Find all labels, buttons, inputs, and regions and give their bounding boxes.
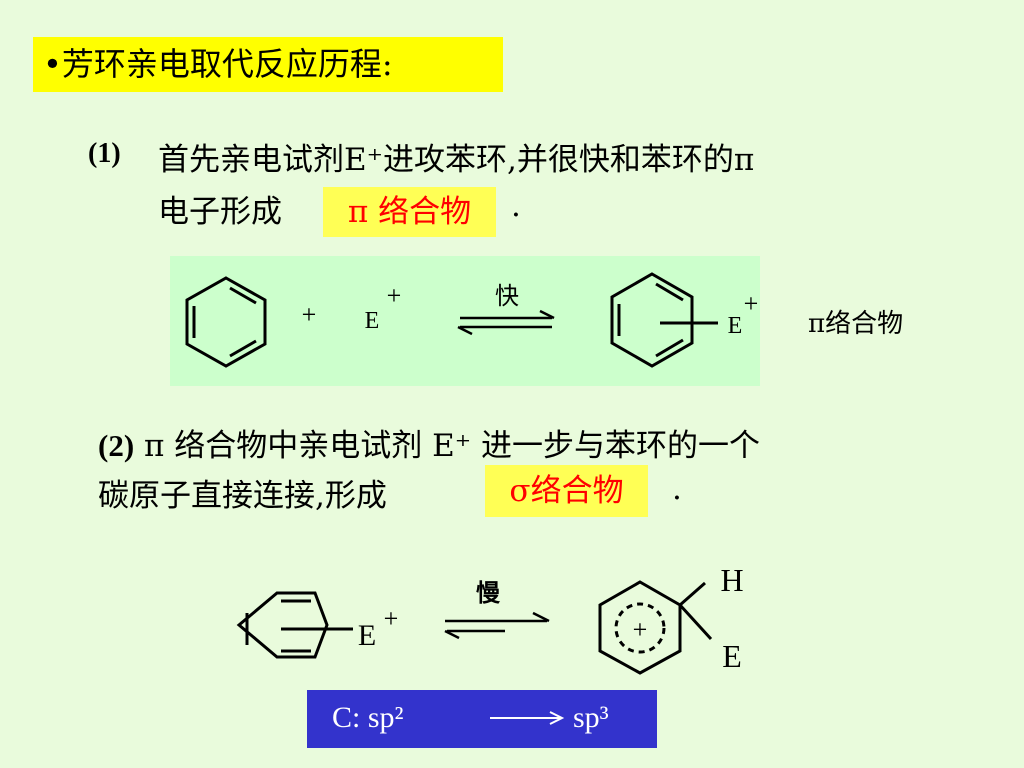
pi-complex-answer: π 络合物 bbox=[347, 194, 472, 230]
arenium-ion-ring-icon bbox=[598, 580, 713, 675]
fast-arrow-label: 快 bbox=[495, 283, 519, 310]
sigma-complex-scheme: E + 慢 + H E bbox=[236, 562, 744, 675]
arenium-hydrogen: H bbox=[720, 562, 743, 598]
step1-period: . bbox=[511, 188, 521, 224]
hybridization-banner bbox=[307, 690, 657, 748]
step2-line1-text: π 络合物中亲电试剂 E⁺ 进一步与苯环的一个 bbox=[144, 428, 760, 464]
equilibrium-arrow-icon bbox=[457, 309, 555, 336]
pi-complex-charge: + bbox=[744, 289, 759, 318]
arenium-electrophile: E bbox=[722, 638, 742, 674]
pi-complex-scheme: + E + 快 E + bbox=[185, 272, 759, 368]
title-banner: •芳环亲电取代反应历程: bbox=[33, 37, 503, 92]
arenium-charge: + bbox=[633, 615, 648, 644]
step2-label: (2) bbox=[98, 428, 135, 463]
sigma-complex-answer: σ络合物 bbox=[509, 473, 624, 509]
electrophile-label: E bbox=[365, 308, 380, 334]
page-title: •芳环亲电取代反应历程: bbox=[43, 45, 393, 83]
step1-line2: 电子形成 bbox=[158, 194, 282, 230]
step2-line2: 碳原子直接连接,形成 bbox=[98, 478, 387, 514]
step1-line1: 首先亲电试剂E⁺进攻苯环,并很快和苯环的π bbox=[158, 142, 755, 178]
slow-arrow-label: 慢 bbox=[476, 579, 501, 607]
pi-complex-substituent: E bbox=[728, 313, 743, 339]
reactant-charge: + bbox=[384, 604, 399, 633]
equilibrium-arrow-icon bbox=[444, 611, 550, 640]
pi-complex-answer-box: π 络合物 bbox=[323, 187, 496, 237]
step1-label: (1) bbox=[88, 138, 121, 169]
benzene-pi-complex-icon bbox=[610, 272, 718, 368]
sigma-complex-answer-box: σ络合物 bbox=[485, 465, 648, 517]
sigma-complex-diagram: E + 慢 + H E bbox=[225, 555, 785, 680]
pi-complex-diagram: + E + 快 E + bbox=[170, 256, 760, 386]
electrophile-charge: + bbox=[387, 281, 402, 310]
pi-complex-caption: π络合物 bbox=[808, 309, 904, 339]
hybridization-to: sp³ bbox=[573, 701, 609, 734]
plus-sign: + bbox=[302, 300, 317, 329]
right-arrow-icon bbox=[490, 711, 565, 725]
step2-period: . bbox=[672, 471, 682, 507]
benzene-pi-complex-icon bbox=[236, 591, 353, 659]
step2-line1: (2) π 络合物中亲电试剂 E⁺ 进一步与苯环的一个 bbox=[98, 420, 760, 465]
reactant-substituent: E bbox=[358, 619, 376, 652]
benzene-ring-icon bbox=[185, 276, 267, 368]
hybridization-from: C: sp² bbox=[332, 701, 404, 734]
